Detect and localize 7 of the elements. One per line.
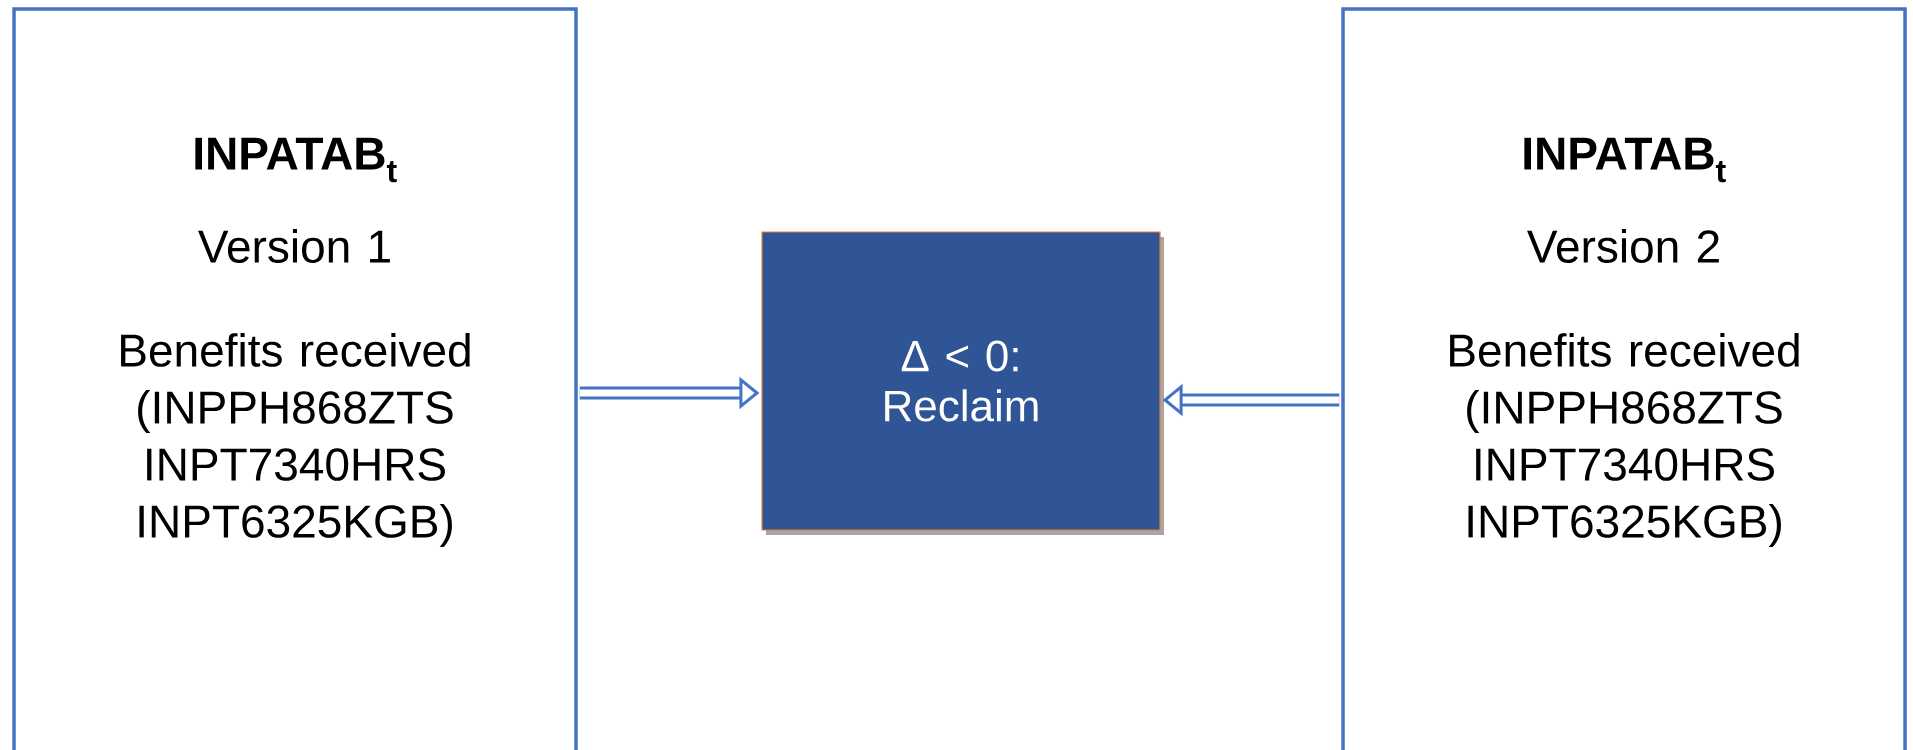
panel-heading: INPATAB$_{t}$ (1524, 137, 1726, 183)
description-text: Benefits received (INPPH868ZTS INPT7340HRS INPT6325KGB) (121, 333, 470, 547)
panel-heading: INPATAB$_{t}$ (195, 137, 397, 183)
result-box: Δ < 0: Reclaim (761, 231, 1164, 535)
version-label: Version 1 (198, 229, 390, 263)
description-text: Benefits received (INPPH868ZTS INPT7340HRS INPT6325KGB) (1450, 333, 1799, 547)
version-label: Version 2 (1527, 229, 1719, 263)
